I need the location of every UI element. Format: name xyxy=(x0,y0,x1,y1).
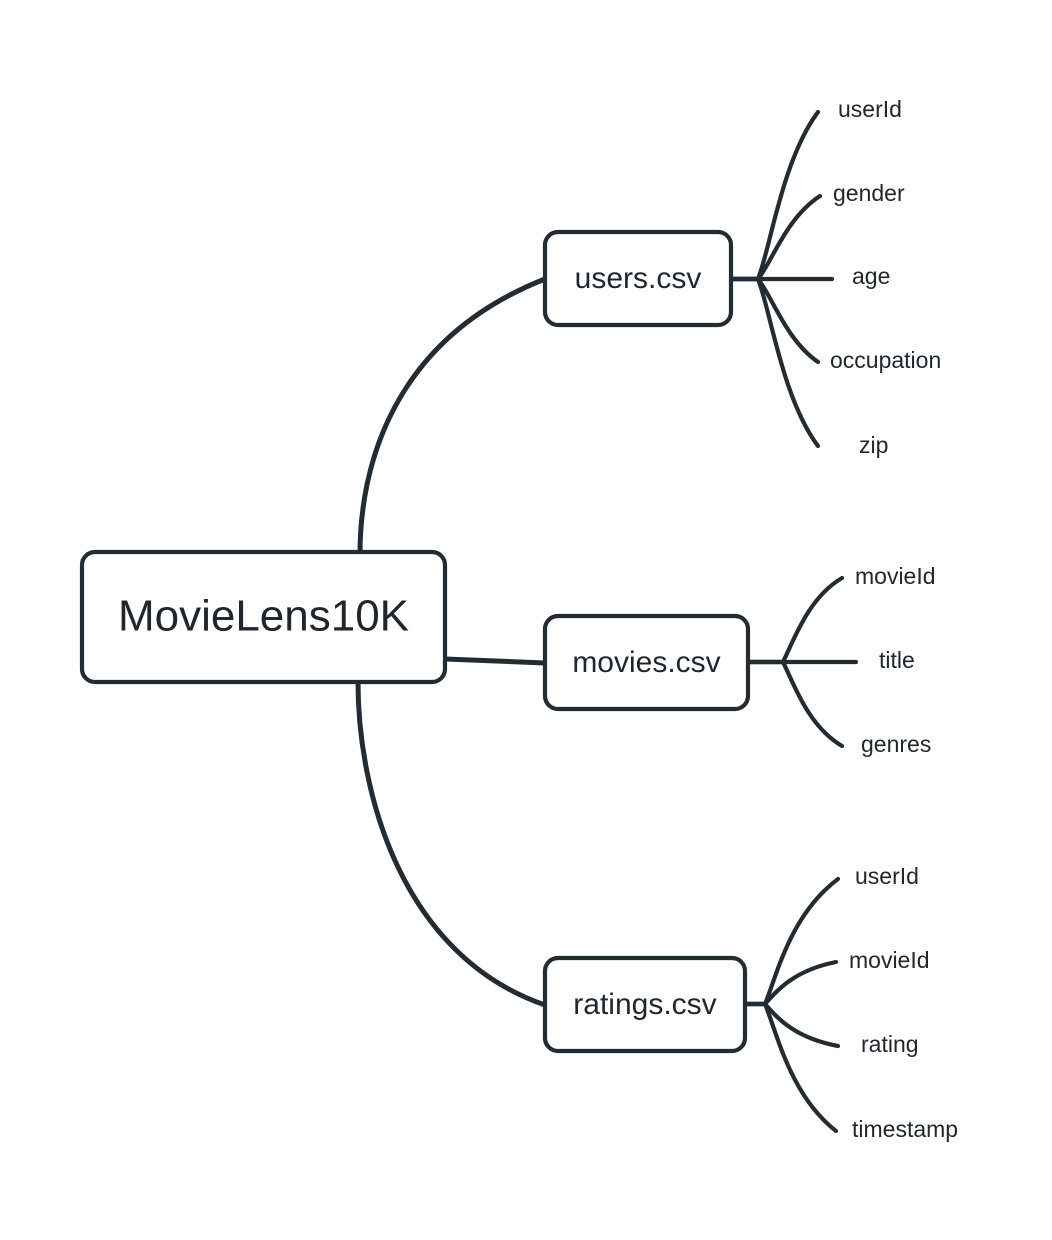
movies-leaf-edges xyxy=(745,575,859,749)
branch-node-ratings-label: ratings.csv xyxy=(573,988,716,1021)
ratings-leaf-labels: userId movieId rating timestamp xyxy=(849,863,958,1142)
leaf-label-users-gender: gender xyxy=(833,180,905,206)
leaf-label-ratings-timestamp: timestamp xyxy=(852,1116,958,1142)
root-node-box xyxy=(79,549,448,685)
leaf-label-users-occupation: occupation xyxy=(830,347,941,373)
leaf-edge-ratings-timestamp xyxy=(742,1001,839,1134)
branch-node-movies-label: movies.csv xyxy=(572,646,720,679)
users-leaf-edges xyxy=(728,109,835,449)
leaf-label-ratings-rating: rating xyxy=(861,1031,919,1057)
branch-node-movies[interactable]: movies.csv xyxy=(542,613,751,712)
leaf-label-users-zip: zip xyxy=(859,432,888,458)
leaf-label-ratings-movieId: movieId xyxy=(849,947,930,973)
branch-node-movies-box xyxy=(542,613,751,712)
root-node-label: MovieLens10K xyxy=(118,592,409,641)
leaf-edge-movies-genres xyxy=(745,659,845,749)
users-leaf-labels: userId gender age occupation zip xyxy=(830,96,941,458)
root-node[interactable]: MovieLens10K xyxy=(79,549,448,685)
leaf-label-movies-genres: genres xyxy=(861,731,931,757)
leaf-label-users-age: age xyxy=(852,263,890,289)
leaf-label-movies-movieId: movieId xyxy=(855,563,936,589)
connector-root-to-users xyxy=(357,276,548,557)
leaf-label-users-userId: userId xyxy=(838,96,902,122)
branch-node-ratings[interactable]: ratings.csv xyxy=(542,955,748,1054)
branch-node-users-box xyxy=(542,229,734,328)
connector-root-to-ratings xyxy=(355,679,548,1008)
leaf-label-ratings-userId: userId xyxy=(855,863,919,889)
leaf-edge-users-zip xyxy=(728,276,821,449)
leaf-edge-movies-movieId xyxy=(745,575,845,665)
connector-root-to-movies xyxy=(442,656,548,666)
leaf-label-movies-title: title xyxy=(879,647,915,673)
ratings-leaf-edges xyxy=(742,876,841,1134)
root-connectors xyxy=(355,276,548,1008)
branch-node-users-label: users.csv xyxy=(575,262,702,295)
branch-node-users[interactable]: users.csv xyxy=(542,229,734,328)
movies-leaf-labels: movieId title genres xyxy=(855,563,936,757)
branch-node-ratings-box xyxy=(542,955,748,1054)
